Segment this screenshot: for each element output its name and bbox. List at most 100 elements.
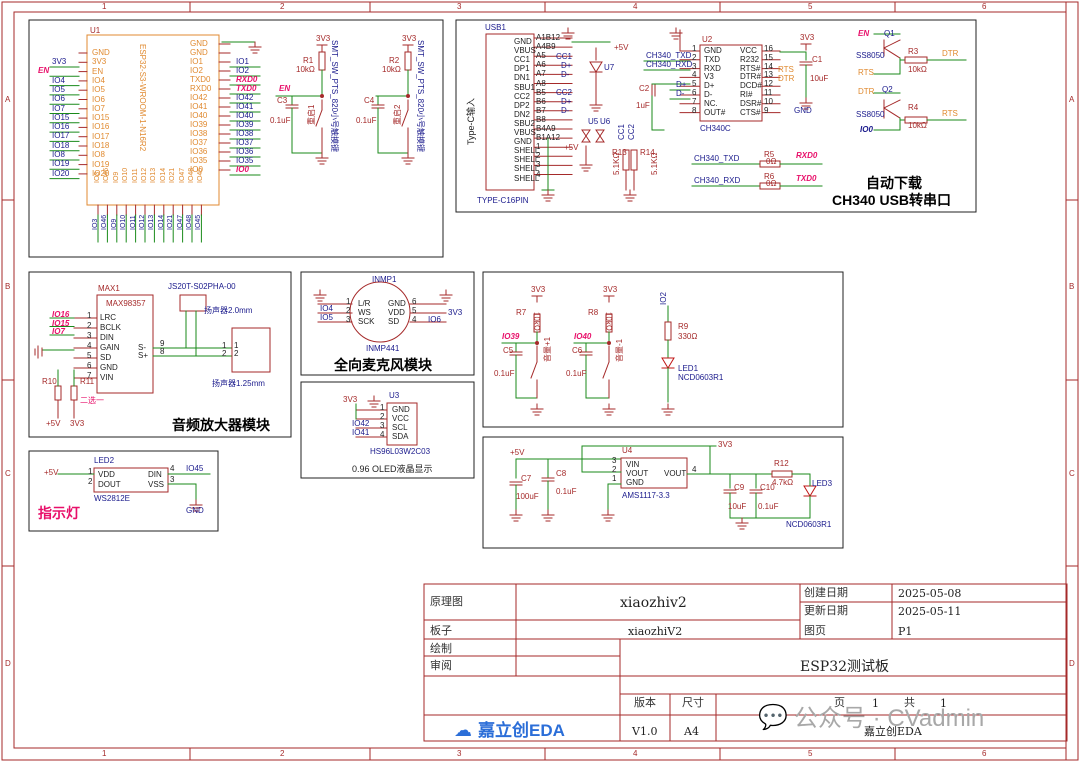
border-row-label: B <box>5 282 11 291</box>
circle-shape <box>349 281 411 343</box>
border-row-label: B <box>1069 282 1075 291</box>
design-name: xiaozhiv2 <box>620 595 687 611</box>
schematic-label: IO0 <box>236 165 249 174</box>
schematic-label: 4 <box>380 430 385 439</box>
review-label: 审阅 <box>430 660 452 672</box>
size: A4 <box>684 725 699 738</box>
schematic-label: SMT_SW_PTS_820小号触摸键 <box>416 40 425 153</box>
border-row-label: A <box>5 95 11 104</box>
schematic-label: VCC <box>392 414 409 423</box>
schematic-label: IO10 <box>120 214 128 230</box>
schematic-label: IO0 <box>860 125 873 134</box>
border-row-label: C <box>5 469 11 478</box>
schematic-label: 16 <box>764 44 773 53</box>
schematic-label: 10uF <box>728 502 747 511</box>
schematic-label: SD <box>100 353 112 362</box>
schematic-label: IO41 <box>236 102 254 111</box>
schematic-label: 2 <box>380 412 385 421</box>
schematic-label: INMP441 <box>366 344 400 353</box>
schematic-label: IO2 <box>190 66 203 75</box>
schematic-label: VCC <box>740 46 757 55</box>
component-body <box>300 271 475 376</box>
schematic-label: IO39 <box>236 120 254 129</box>
schematic-label: D- <box>704 90 713 99</box>
schematic-label: IO38 <box>236 129 254 138</box>
schematic-label: RTS# <box>740 63 761 73</box>
border-row-label: C <box>1069 469 1075 478</box>
schematic-label: GND <box>92 48 110 57</box>
updated-label: 更新日期 <box>804 605 848 617</box>
schematic-label: 3V3 <box>52 57 67 66</box>
diode-shape <box>589 61 603 73</box>
schematic-label: IO42 <box>352 419 370 428</box>
schematic-label: GND <box>388 299 406 308</box>
schematic-label: IO2 <box>236 66 249 75</box>
project-name: ESP32测试板 <box>800 659 890 675</box>
wire <box>883 99 901 109</box>
version: V1.0 <box>632 725 658 738</box>
schematic-label: RXD0 <box>190 84 212 93</box>
size-label: 尺寸 <box>682 697 704 709</box>
schematic-label: 1 <box>234 341 239 350</box>
schematic-label: IO45 <box>197 167 205 183</box>
drawn-label: 绘制 <box>430 643 452 655</box>
schematic-label: GND <box>514 37 532 46</box>
schematic-label: IO9 <box>112 171 120 183</box>
schematic-label: 0.1uF <box>566 369 587 378</box>
schematic-label: DP1 <box>514 64 530 74</box>
schematic-label: DTR# <box>740 72 761 82</box>
schematic-label: IO40 <box>236 111 254 120</box>
schematic-label: A6 <box>536 60 546 70</box>
schematic-label: IO19 <box>92 159 110 169</box>
schematic-label: EN <box>858 29 870 38</box>
schematic-label: 7 <box>87 371 92 380</box>
schematic-label: IO15 <box>52 112 70 122</box>
schematic-label: B4A9 <box>536 124 556 133</box>
schematic-label: Type-C输入 <box>466 97 476 145</box>
schematic-label: IO5 <box>320 313 333 322</box>
component-body <box>28 450 219 532</box>
schematic-label: IO20 <box>92 168 110 178</box>
schematic-label: IO1 <box>236 57 249 66</box>
board-label: 板子 <box>430 625 452 637</box>
schematic-label: IO20 <box>52 168 70 178</box>
schematic-label: IO6 <box>428 315 441 324</box>
schematic-label: CC1 <box>556 52 573 61</box>
schematic-label: 5 <box>692 79 697 89</box>
schematic-label: C9 <box>734 483 745 492</box>
schematic-label: USB1 <box>485 23 506 32</box>
schematic-label: R7 <box>516 308 527 317</box>
component-body <box>28 19 444 258</box>
diode-shape <box>661 357 675 369</box>
schematic-label: TXD0 <box>236 84 257 93</box>
schematic-label: IO3 <box>92 218 99 230</box>
usb-serial-title: CH340 USB转串口 <box>832 192 952 208</box>
watermark: 公众号 · CVadmin <box>794 705 985 732</box>
wechat-icon: 💬 <box>758 704 788 731</box>
schematic-label: R2 <box>389 56 400 65</box>
junction-dot <box>607 341 611 345</box>
schematic-label: U5 <box>588 117 599 126</box>
border-col-label: 4 <box>633 2 638 11</box>
schematic-label: D+ <box>561 61 572 70</box>
schematic-label: GAIN <box>100 343 120 352</box>
schematic-label: 3 <box>612 456 617 465</box>
schematic-label: GND <box>186 506 204 515</box>
schematic-label: 3 <box>87 331 92 340</box>
schematic-label: GND <box>794 106 812 115</box>
schematic-label: EN <box>92 66 104 76</box>
component-body <box>86 34 220 206</box>
wire <box>883 47 901 59</box>
schematic-label: IO45 <box>186 464 204 473</box>
schematic-label: 5.1KΩ <box>650 152 659 175</box>
schematic-label: 9 <box>160 339 165 348</box>
schematic-label: +5V <box>614 43 629 52</box>
schematic-label: 15 <box>764 52 773 62</box>
component-body <box>386 402 418 446</box>
schematic-label: 10kΩ <box>296 65 315 74</box>
diode-shape <box>581 135 591 143</box>
schematic-label: IO14 <box>157 214 165 230</box>
schematic-label: R3 <box>908 47 919 56</box>
schematic-label: IO7 <box>52 103 65 113</box>
component-body <box>482 271 844 428</box>
